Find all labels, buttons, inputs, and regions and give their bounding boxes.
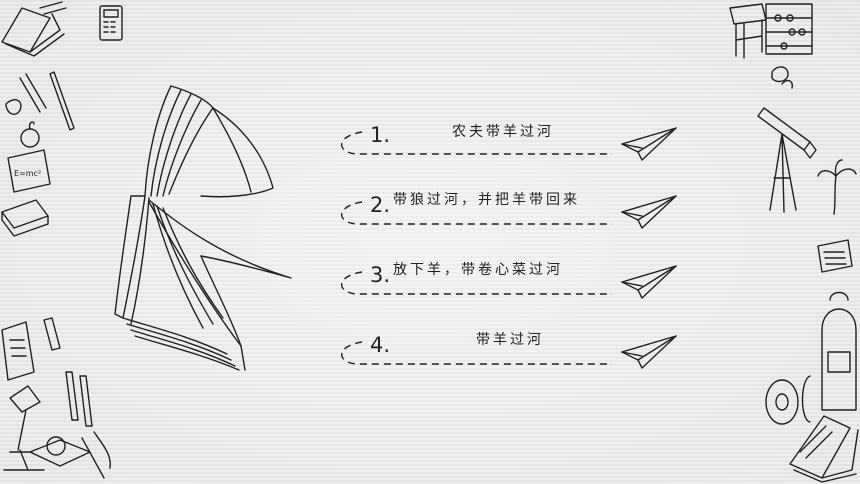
- step-number: 3.: [370, 263, 391, 287]
- paper-plane-icon: [621, 195, 677, 229]
- paper-plane-icon: [621, 335, 677, 369]
- left-doodles-icon: E=mc²: [1, 1, 123, 479]
- right-doodles-icon: [729, 3, 859, 483]
- paper-plane-icon: [621, 265, 677, 299]
- step-text: 带狼过河，并把羊带回来: [393, 192, 580, 208]
- step-text: 带羊过河: [476, 332, 544, 348]
- open-book-icon: [114, 85, 292, 371]
- step-number: 2.: [370, 193, 391, 217]
- paper-plane-icon: [621, 127, 677, 161]
- svg-text:E=mc²: E=mc²: [14, 169, 41, 178]
- step-number: 4.: [370, 333, 391, 357]
- step-text: 农夫带羊过河: [452, 124, 554, 140]
- step-number: 1.: [370, 123, 391, 147]
- step-text: 放下羊，带卷心菜过河: [393, 262, 563, 278]
